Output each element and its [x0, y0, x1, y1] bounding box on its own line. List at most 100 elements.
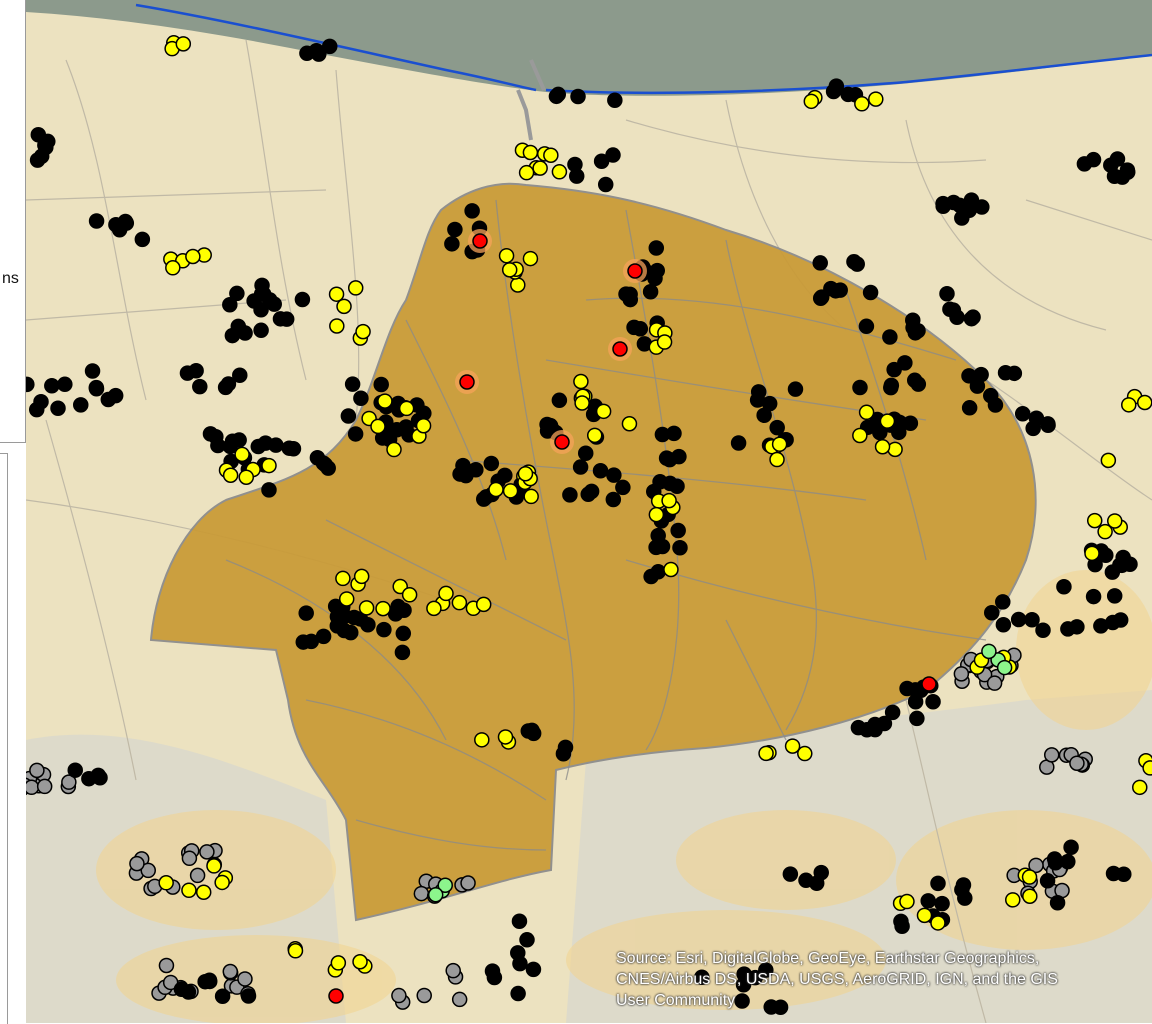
yellow-point — [930, 915, 946, 931]
red-point — [921, 676, 937, 692]
black-point — [100, 391, 117, 408]
polder-area — [149, 182, 1037, 922]
black-point — [954, 882, 970, 898]
black-point — [373, 376, 389, 393]
black-point — [1063, 839, 1079, 856]
black-point — [1035, 622, 1051, 638]
black-point — [997, 364, 1014, 381]
gray-point — [416, 987, 432, 1004]
yellow-point — [532, 160, 548, 176]
black-point — [642, 284, 659, 300]
black-point — [395, 625, 412, 642]
green-point — [427, 886, 444, 903]
black-point — [982, 387, 999, 404]
yellow-point — [474, 732, 490, 748]
gray-point — [29, 762, 45, 779]
yellow-point — [335, 570, 351, 587]
black-point — [452, 466, 468, 482]
observation-points — [26, 35, 1152, 1016]
black-point — [84, 363, 101, 379]
black-point — [57, 376, 73, 393]
black-point — [253, 322, 269, 339]
black-point — [570, 88, 586, 105]
black-point — [939, 286, 955, 302]
gray-point — [451, 991, 468, 1008]
yellow-point — [165, 260, 181, 276]
black-point — [654, 426, 671, 443]
sea-area — [26, 0, 1152, 96]
black-point — [214, 988, 231, 1005]
black-point — [995, 594, 1011, 610]
black-point — [647, 270, 663, 287]
yellow-point — [181, 882, 197, 899]
yellow-point — [261, 457, 277, 474]
black-point — [347, 426, 364, 442]
black-point — [250, 438, 267, 455]
black-point — [769, 419, 785, 436]
yellow-point — [287, 943, 304, 959]
black-point — [580, 486, 596, 503]
black-point — [398, 419, 414, 435]
black-point — [511, 913, 528, 930]
attribution-text: Source: Esri, DigitalGlobe, GeoEye, Eart… — [616, 950, 1058, 1009]
black-point — [572, 459, 589, 475]
black-point — [592, 462, 609, 479]
black-point — [930, 875, 946, 892]
black-point — [920, 893, 936, 909]
yellow-point — [438, 585, 454, 602]
black-point — [224, 327, 241, 344]
yellow-point — [451, 594, 468, 611]
black-point — [1049, 895, 1066, 911]
black-point — [510, 985, 526, 1002]
black-point — [882, 329, 898, 345]
yellow-point — [887, 441, 903, 458]
yellow-point — [370, 418, 386, 435]
black-point — [607, 92, 623, 108]
black-point — [862, 284, 879, 301]
black-point — [340, 408, 357, 424]
black-point — [858, 318, 875, 335]
red-point — [627, 263, 643, 279]
black-point — [884, 704, 901, 721]
black-point — [90, 767, 107, 784]
black-point — [188, 362, 204, 379]
yellow-point — [879, 413, 896, 429]
yellow-point — [595, 403, 612, 420]
black-point — [497, 467, 513, 484]
black-point — [648, 240, 665, 256]
yellow-point — [899, 893, 915, 910]
gray-point — [158, 957, 175, 974]
black-point — [1060, 621, 1076, 637]
yellow-point — [1005, 892, 1021, 908]
yellow-point — [1132, 779, 1148, 796]
yellow-point — [330, 955, 347, 971]
black-point — [606, 467, 622, 483]
black-point — [444, 236, 460, 252]
black-point — [33, 393, 49, 410]
gray-point — [181, 850, 198, 867]
black-point — [192, 378, 208, 395]
yellow-point — [415, 417, 432, 434]
yellow-point — [874, 439, 891, 455]
yellow-point — [1086, 512, 1103, 529]
map-view[interactable]: Source: Esri, DigitalGlobe, GeoEye, Eart… — [26, 0, 1152, 1023]
yellow-point — [353, 568, 370, 585]
black-point — [261, 482, 277, 498]
black-point — [894, 918, 910, 934]
black-point — [1024, 611, 1040, 628]
black-point — [909, 710, 925, 727]
black-point — [782, 866, 799, 882]
yellow-point — [518, 164, 535, 181]
black-point — [542, 417, 559, 434]
black-point — [315, 628, 332, 645]
black-point — [756, 407, 772, 424]
black-point — [217, 379, 234, 396]
black-point — [525, 725, 542, 742]
gray-point — [129, 855, 145, 872]
black-point — [376, 621, 392, 638]
red-point — [472, 233, 488, 249]
black-point — [1109, 151, 1126, 167]
black-point — [670, 522, 686, 539]
black-point — [812, 290, 829, 306]
map-canvas[interactable] — [26, 0, 1152, 1023]
